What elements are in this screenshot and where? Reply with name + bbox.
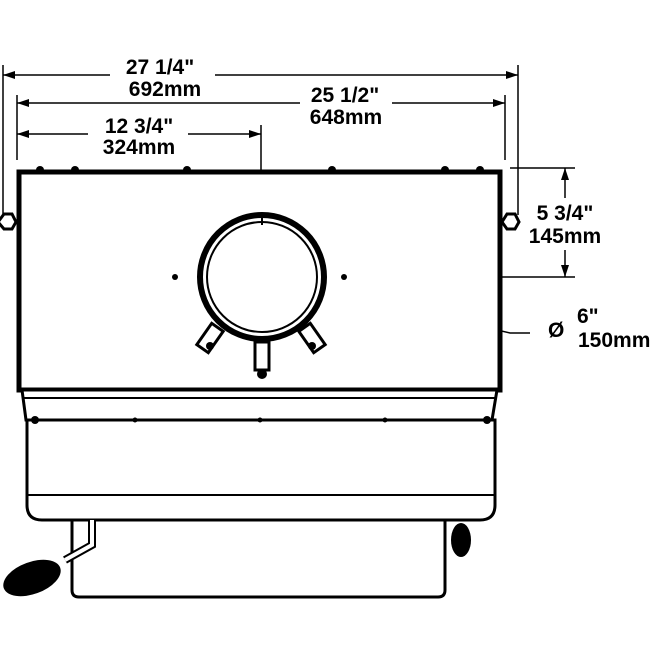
- screw: [183, 166, 191, 174]
- flue-diameter-imperial: 6": [577, 305, 599, 328]
- flue-tab-left: [194, 321, 226, 355]
- screw: [71, 166, 79, 174]
- flue-tab-screw: [308, 342, 316, 350]
- flue-top-imperial: 5 3/4": [537, 202, 594, 225]
- front-band: [20, 388, 499, 422]
- flue-top-metric: 145mm: [529, 225, 601, 248]
- screw: [382, 417, 388, 423]
- flue-tab-screw: [206, 342, 214, 350]
- screw: [257, 417, 263, 423]
- screw: [132, 417, 138, 423]
- flue-diameter-metric: 150mm: [578, 329, 650, 352]
- left-bracket: [0, 212, 18, 231]
- screw: [172, 274, 178, 280]
- body-width-metric: 648mm: [310, 106, 382, 129]
- right-bracket: [500, 212, 521, 231]
- control-knob: [451, 523, 471, 557]
- lower-body: [25, 418, 497, 522]
- flue-center-metric: 324mm: [103, 136, 175, 159]
- overall-width-metric: 692mm: [129, 78, 201, 101]
- body-width-imperial: 25 1/2": [311, 84, 379, 107]
- screw: [341, 274, 347, 280]
- screw: [483, 416, 491, 424]
- screw: [36, 166, 44, 174]
- lower-tray: [70, 518, 447, 599]
- flue-tab-screw: [257, 369, 267, 379]
- flue-center-imperial: 12 3/4": [105, 115, 173, 138]
- screw: [476, 166, 484, 174]
- gas-valve-handle: [3, 520, 96, 597]
- overall-width-imperial: 27 1/4": [126, 56, 194, 79]
- flue-collar: [194, 212, 328, 379]
- screw: [328, 166, 336, 174]
- handle-rod: [64, 520, 94, 562]
- screw: [441, 166, 449, 174]
- diameter-symbol: Ø: [548, 319, 564, 342]
- flue-tab-right: [296, 321, 328, 355]
- flue-collar-outer-ring: [197, 212, 327, 342]
- handle-grip: [3, 559, 61, 597]
- screws: [31, 166, 491, 424]
- flue-tab-bottom: [253, 340, 271, 372]
- screw: [31, 416, 39, 424]
